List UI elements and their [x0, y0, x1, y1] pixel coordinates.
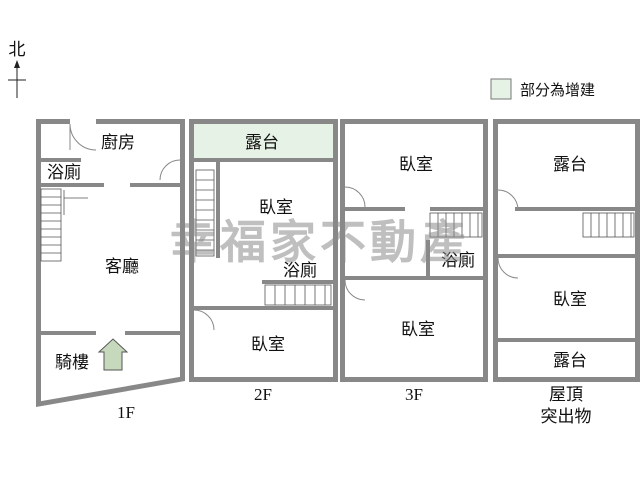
addition-area — [194, 124, 333, 159]
room-bath-2f: 浴廁 — [283, 260, 317, 281]
watermark-text: 幸福家不動產 — [170, 215, 470, 269]
room-bedroom-2f-south: 臥室 — [251, 335, 285, 355]
legend: 部分為增建 — [490, 78, 595, 100]
room-bedroom-roof: 臥室 — [553, 290, 587, 310]
legend-swatch — [490, 78, 512, 100]
north-label: 北 — [9, 40, 26, 60]
room-arcade: 騎樓 — [55, 353, 89, 373]
room-bedroom-3f-north: 臥室 — [399, 155, 433, 175]
room-living: 客廳 — [105, 257, 139, 277]
room-bedroom-2f-north: 臥室 — [259, 198, 293, 218]
floor-label-3f: 3F — [405, 385, 423, 404]
floor-label-roof-line1: 屋頂 — [549, 385, 583, 404]
room-bedroom-3f-south: 臥室 — [401, 320, 435, 340]
floor-label-roof-line2: 突出物 — [541, 407, 592, 426]
room-balcony-2f: 露台 — [245, 133, 279, 153]
room-bath-3f: 浴廁 — [441, 250, 475, 271]
room-bath-1f: 浴廁 — [47, 162, 81, 183]
room-balcony-roof-south: 露台 — [553, 351, 587, 371]
north-compass: 北 — [8, 40, 26, 98]
legend-label: 部分為增建 — [520, 81, 595, 99]
room-balcony-roof-north: 露台 — [553, 155, 587, 175]
floor-3f: 臥室 浴廁 臥室 3F — [340, 119, 488, 404]
floor-label-1f: 1F — [117, 403, 135, 422]
floor-1f: 廚房 浴廁 客廳 騎樓 1F — [36, 119, 185, 422]
room-kitchen: 廚房 — [101, 132, 135, 153]
floor-roof: 露台 臥室 露台 屋頂 突出物 — [493, 119, 640, 426]
floor-2f: 露台 臥室 浴廁 臥室 2F — [189, 119, 338, 404]
entrance-arrow-icon — [97, 338, 129, 371]
floor-label-2f: 2F — [254, 385, 272, 404]
